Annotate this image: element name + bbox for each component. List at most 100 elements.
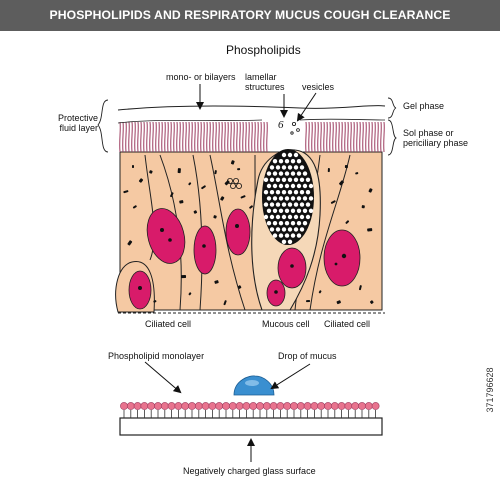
cilium bbox=[329, 121, 331, 153]
granule bbox=[287, 165, 293, 170]
label-drop-of-mucus: Drop of mucus bbox=[278, 351, 337, 361]
speck bbox=[188, 182, 192, 186]
cilium bbox=[209, 121, 211, 153]
granule bbox=[293, 152, 299, 158]
granule bbox=[281, 227, 287, 232]
speck bbox=[132, 205, 137, 209]
cilium bbox=[335, 121, 337, 153]
speck bbox=[336, 300, 341, 305]
granule bbox=[290, 233, 296, 238]
granule bbox=[269, 165, 275, 170]
speck bbox=[339, 180, 344, 186]
speck bbox=[237, 168, 241, 171]
granule bbox=[266, 171, 272, 176]
granule bbox=[296, 196, 302, 201]
label-sol-phase-2: periciliary phase bbox=[403, 138, 469, 148]
cilium bbox=[167, 121, 169, 153]
cilium bbox=[263, 121, 265, 153]
lipid-head bbox=[344, 402, 353, 410]
lipid-head bbox=[188, 402, 196, 410]
granule bbox=[296, 159, 302, 164]
cilium bbox=[194, 121, 196, 153]
cilium bbox=[122, 121, 124, 153]
cilium bbox=[206, 121, 208, 153]
lipid-head bbox=[174, 402, 183, 410]
cilium bbox=[317, 121, 319, 153]
granule bbox=[302, 183, 308, 189]
granule bbox=[269, 214, 275, 220]
granule bbox=[272, 233, 278, 238]
cilium bbox=[323, 121, 325, 153]
cilium bbox=[254, 121, 256, 153]
speck bbox=[355, 172, 359, 175]
lipid-head bbox=[358, 402, 366, 410]
granule bbox=[275, 227, 281, 232]
speck bbox=[327, 168, 330, 173]
nucleus bbox=[277, 247, 307, 289]
lipid-head bbox=[283, 402, 292, 410]
granule bbox=[284, 221, 290, 226]
lipid-head bbox=[330, 402, 339, 410]
lipid-head bbox=[140, 402, 149, 410]
granule bbox=[275, 190, 281, 195]
label-gel-phase: Gel phase bbox=[403, 101, 445, 111]
granule bbox=[281, 239, 287, 244]
granule bbox=[284, 208, 290, 213]
lipid-head bbox=[371, 402, 380, 410]
speck bbox=[132, 165, 134, 168]
lipid-head bbox=[324, 402, 332, 410]
granule bbox=[287, 227, 293, 232]
lipid-head bbox=[167, 402, 176, 410]
granule bbox=[266, 183, 272, 189]
granule bbox=[299, 227, 305, 232]
cilium bbox=[221, 121, 223, 153]
cilium bbox=[227, 121, 229, 153]
speck bbox=[249, 205, 253, 209]
lipid-head bbox=[160, 402, 169, 410]
granule bbox=[278, 196, 284, 201]
lipid-head bbox=[222, 402, 230, 410]
cilium bbox=[146, 121, 148, 153]
granule bbox=[308, 208, 314, 213]
label-protective-1: Protective bbox=[57, 113, 98, 123]
granule bbox=[293, 202, 299, 207]
label-glass-surface: Negatively charged glass surface bbox=[183, 466, 316, 476]
granule bbox=[278, 208, 284, 213]
speck bbox=[153, 300, 157, 303]
cilium bbox=[380, 121, 382, 153]
granule bbox=[269, 177, 275, 182]
granule bbox=[278, 159, 284, 164]
sol-brace bbox=[387, 119, 397, 156]
lipid-head bbox=[296, 402, 305, 410]
speck bbox=[367, 228, 373, 232]
cilium bbox=[236, 121, 238, 153]
cilium bbox=[125, 121, 127, 153]
lipid-head bbox=[201, 402, 210, 410]
lipid-head bbox=[351, 402, 360, 410]
cilium bbox=[248, 121, 250, 153]
speck bbox=[201, 185, 206, 190]
nucleus bbox=[193, 225, 217, 275]
cilium bbox=[170, 121, 172, 153]
granule bbox=[305, 214, 311, 220]
speck bbox=[193, 210, 198, 214]
label-lamellar-1: lamellar bbox=[245, 72, 277, 82]
nuclei bbox=[128, 208, 361, 310]
granule bbox=[278, 221, 284, 226]
cilium bbox=[260, 121, 262, 153]
granule bbox=[281, 214, 287, 220]
speck bbox=[230, 160, 235, 165]
cilium bbox=[308, 121, 310, 153]
granule bbox=[302, 196, 308, 201]
vacuole bbox=[232, 177, 239, 184]
cilium bbox=[158, 121, 160, 153]
granule bbox=[299, 214, 305, 220]
granule-dots bbox=[263, 152, 314, 244]
lipid-head bbox=[290, 402, 298, 410]
lipid-head bbox=[235, 402, 244, 410]
cilium bbox=[155, 121, 157, 153]
lipid-head bbox=[154, 402, 162, 410]
cilium bbox=[377, 121, 379, 153]
granule bbox=[287, 202, 293, 207]
granule bbox=[275, 165, 281, 170]
